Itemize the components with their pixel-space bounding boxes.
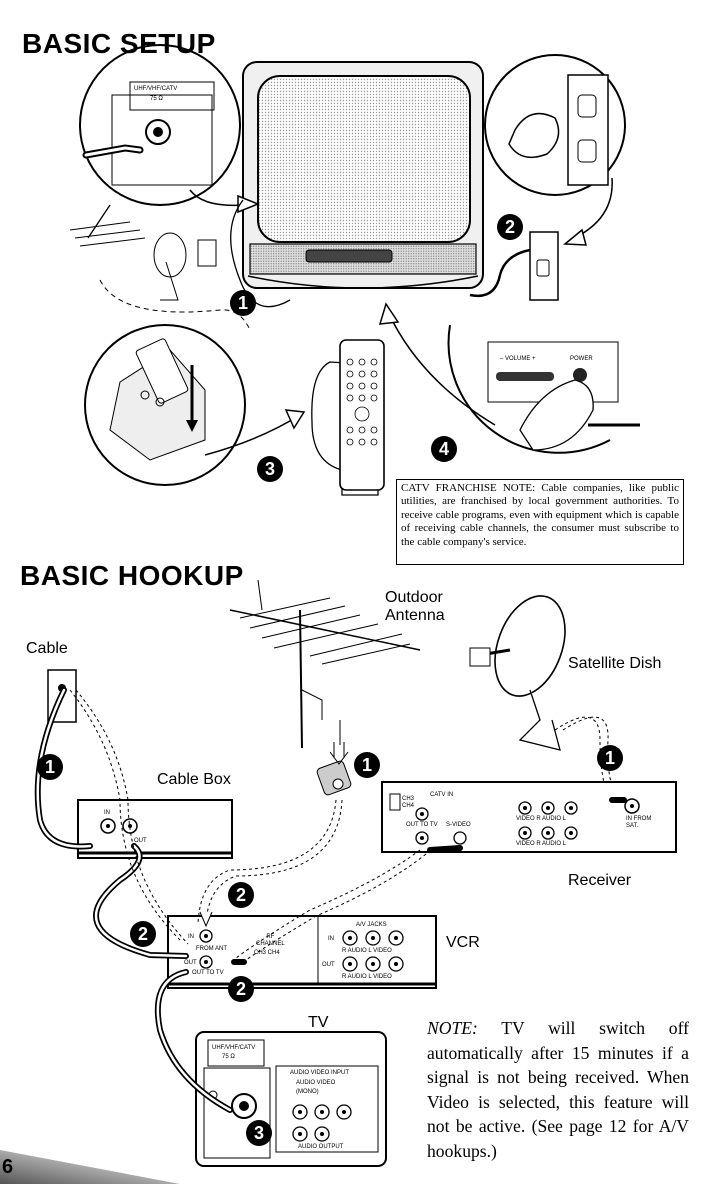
setup-step-4-badge: 4 bbox=[431, 436, 457, 462]
cable-label: Cable bbox=[26, 640, 68, 657]
setup-antenna-sketch bbox=[69, 204, 251, 331]
tv-uhf-label: UHF/VHF/CATV bbox=[212, 1045, 256, 1051]
tv-note-body: TV will switch off automatically after 1… bbox=[427, 1018, 689, 1161]
vcr-ch3-ch4-label: CH3 CH4 bbox=[254, 950, 280, 956]
tv-av-input-label: AUDIO VIDEO INPUT bbox=[290, 1070, 350, 1076]
tv-mono-label: (MONO) bbox=[296, 1089, 319, 1095]
outdoor-antenna-illustration bbox=[229, 579, 421, 749]
catv-note-body: Cable companies, like public utilities, … bbox=[401, 482, 680, 548]
tv-audio-video-label: AUDIO VIDEO bbox=[296, 1080, 336, 1086]
setup-jack-ohm-label: 75 Ω bbox=[150, 96, 163, 102]
vcr-from-ant-label: FROM ANT bbox=[196, 946, 227, 952]
cablebox-in-label: IN bbox=[104, 810, 110, 816]
power-label: POWER bbox=[570, 356, 593, 362]
hookup-step-1-cable-badge: 1 bbox=[37, 754, 63, 780]
cablebox-out-label: OUT bbox=[134, 838, 147, 844]
hookup-step-2-cablebox-badge: 2 bbox=[130, 921, 156, 947]
tv-auto-off-note: NOTE: TV will switch off automatically a… bbox=[427, 1016, 689, 1163]
hookup-step-1-satellite-badge: 1 bbox=[597, 745, 623, 771]
receiver-svideo-label: S-VIDEO bbox=[446, 822, 471, 828]
vcr-illustration bbox=[167, 915, 437, 989]
vcr-label: VCR bbox=[446, 934, 480, 951]
page-corner-shading bbox=[0, 1150, 180, 1184]
tv-audio-output-label: AUDIO OUTPUT bbox=[298, 1144, 344, 1150]
hookup-step-2-vcr-badge: 2 bbox=[228, 882, 254, 908]
vcr-out-to-tv-label: OUT TO TV bbox=[192, 970, 224, 976]
vcr-av-out-label: OUT bbox=[322, 962, 335, 968]
satellite-dish-illustration bbox=[469, 595, 566, 751]
vcr-in-label: IN bbox=[188, 934, 194, 940]
vcr-av-label-1: R AUDIO L VIDEO bbox=[342, 948, 392, 954]
receiver-out-to-tv-label: OUT TO TV bbox=[406, 822, 438, 828]
power-button-detail bbox=[447, 324, 640, 454]
vcr-av-in-label: IN bbox=[328, 936, 334, 942]
tv-back-panel-illustration bbox=[195, 1031, 387, 1167]
receiver-av-label-2: VIDEO R AUDIO L bbox=[516, 841, 567, 847]
basic-setup-heading: BASIC SETUP bbox=[22, 28, 216, 59]
satellite-dish-label: Satellite Dish bbox=[568, 655, 662, 672]
antenna-jack-detail bbox=[79, 44, 241, 206]
hookup-step-3-badge: 3 bbox=[246, 1120, 272, 1146]
cable-box-illustration bbox=[77, 799, 233, 859]
optional-cables bbox=[69, 689, 427, 965]
receiver-in-from-sat-label: IN FROM SAT. bbox=[626, 816, 652, 829]
receiver-ch-label: CH3 CH4 bbox=[402, 796, 415, 809]
hookup-step-2-tv-badge: 2 bbox=[228, 976, 254, 1002]
remote-control-illustration bbox=[311, 339, 385, 496]
satellite-receiver-illustration bbox=[381, 781, 677, 853]
setup-step-3-badge: 3 bbox=[257, 456, 283, 482]
cable-box-label: Cable Box bbox=[157, 771, 231, 788]
page-number: 6 bbox=[2, 1156, 14, 1178]
tv-label: TV bbox=[308, 1014, 329, 1031]
catv-franchise-note: CATV FRANCHISE NOTE: Cable companies, li… bbox=[396, 479, 684, 565]
vcr-av-label-2: R AUDIO L VIDEO bbox=[342, 974, 392, 980]
vcr-av-jacks-label: A/V JACKS bbox=[356, 922, 387, 928]
setup-jack-uhf-label: UHF/VHF/CATV bbox=[134, 86, 178, 92]
battery-install-detail bbox=[84, 324, 246, 486]
vcr-rf-channel-label: RF CHANNEL bbox=[256, 934, 285, 947]
receiver-catv-in-label: CATV IN bbox=[430, 792, 454, 798]
receiver-av-label-1: VIDEO R AUDIO L bbox=[516, 816, 567, 822]
vcr-out-label: OUT bbox=[184, 960, 197, 966]
tv-set-illustration bbox=[242, 61, 484, 289]
setup-step-1-badge: 1 bbox=[230, 290, 256, 316]
outdoor-antenna-label: Outdoor Antenna bbox=[385, 589, 445, 624]
tv-note-lead: NOTE: bbox=[427, 1018, 478, 1038]
tv-ohm-label: 75 Ω bbox=[222, 1054, 235, 1060]
setup-step-2-badge: 2 bbox=[497, 214, 523, 240]
wall-outlet-detail bbox=[484, 54, 626, 196]
basic-hookup-heading: BASIC HOOKUP bbox=[20, 560, 244, 591]
volume-label: – VOLUME + bbox=[500, 356, 536, 362]
hookup-step-1-antenna-badge: 1 bbox=[354, 752, 380, 778]
catv-note-title: CATV FRANCHISE NOTE: bbox=[401, 482, 536, 494]
receiver-label: Receiver bbox=[568, 872, 632, 889]
